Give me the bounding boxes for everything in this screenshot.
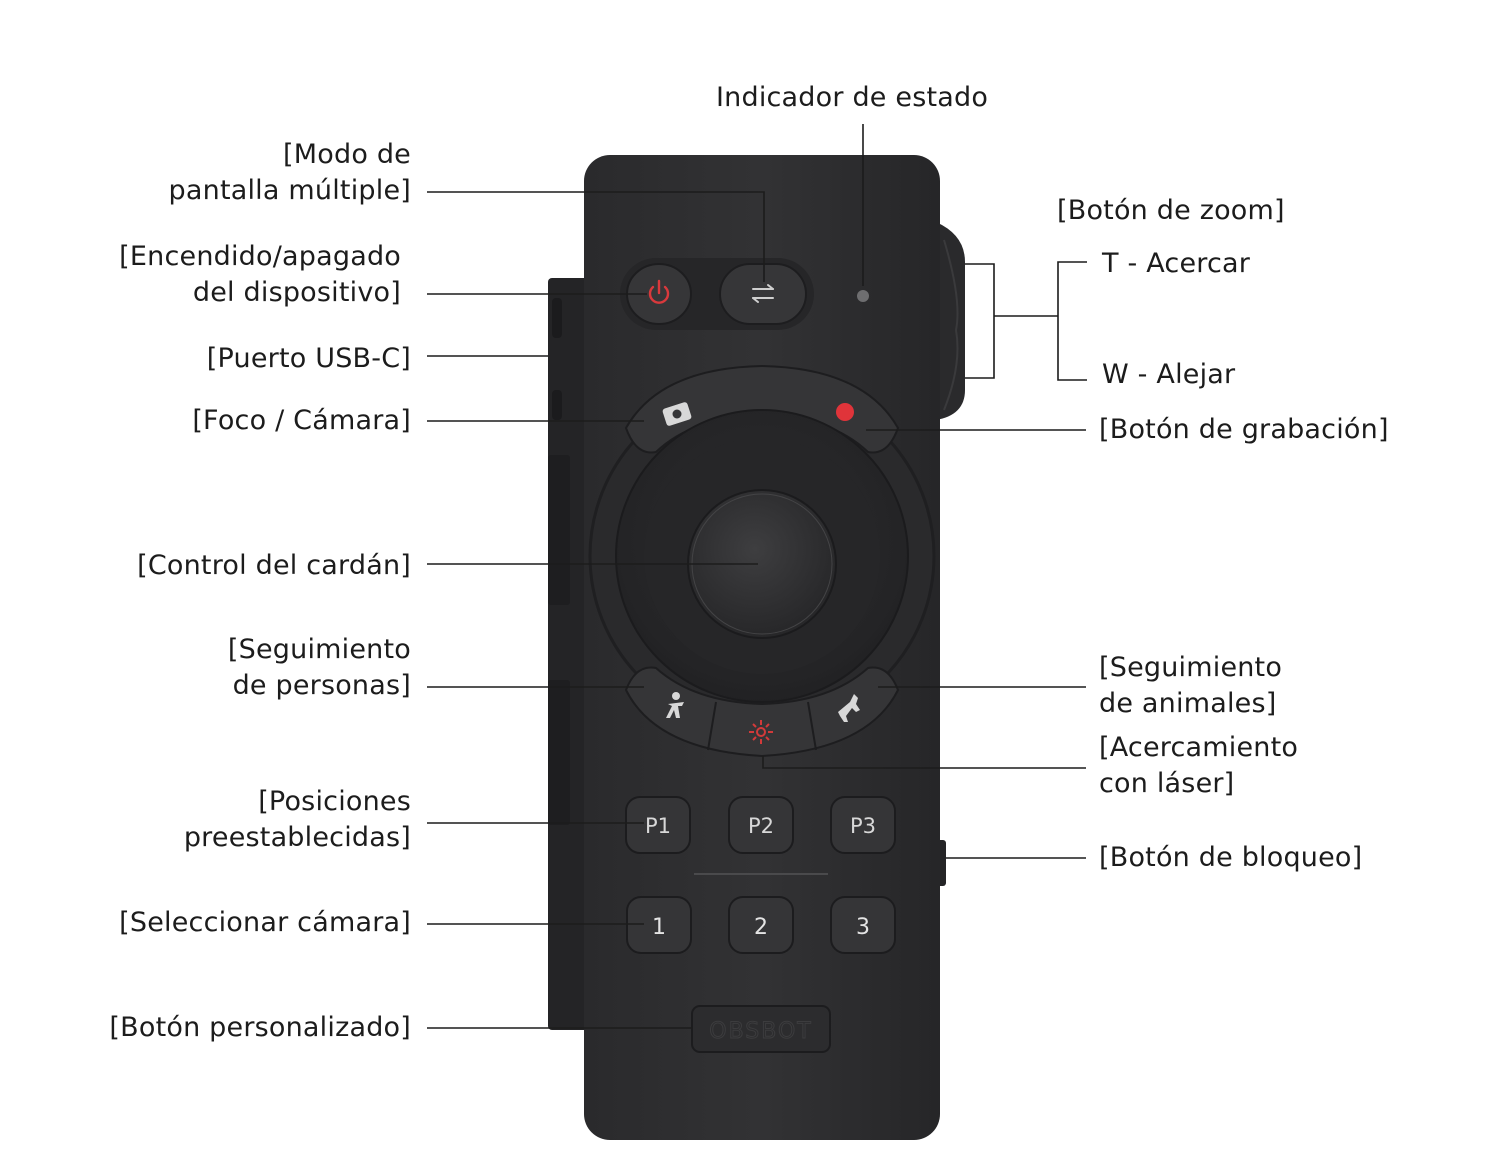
preset-button-p2[interactable]: P2 [728,796,794,854]
label-power: [Encendido/apagado del dispositivo] [119,241,401,308]
camera-label: 3 [856,915,870,940]
label-select-camera: [Seleccionar cámara] [119,907,411,938]
label-status-indicator: Indicador de estado [716,82,989,113]
label-multi-screen: [Modo de pantalla múltiple] [168,139,411,206]
switch-arrows-icon [752,284,774,303]
zoom-rocker[interactable] [936,222,965,420]
label-record-button: [Botón de grabación] [1099,414,1389,445]
preset-button-p3[interactable]: P3 [830,796,896,854]
leader-lines [427,124,1087,1029]
camera-icon [662,402,692,426]
person-tracking-icon [666,692,684,718]
preset-label: P1 [645,814,671,838]
multi-screen-button[interactable] [719,263,807,325]
bottom-arc-buttons[interactable] [624,666,900,758]
label-animal-tracking: [Seguimiento de animales] [1099,652,1283,719]
label-person-tracking: [Seguimiento de personas] [227,634,411,701]
label-gimbal-control: [Control del cardán] [137,550,411,581]
usb-c-port [552,298,562,338]
camera-button-2[interactable]: 2 [728,896,794,954]
label-presets: [Posiciones preestablecidas] [183,786,411,853]
custom-button[interactable]: OBSBOT [691,1005,831,1053]
preset-button-p1[interactable]: P1 [625,796,691,854]
record-dot-icon [836,403,854,421]
preset-label: P2 [748,814,774,838]
camera-buttons: 1 2 3 [626,896,896,954]
label-lock-button: [Botón de bloqueo] [1099,842,1363,873]
label-usb-c: [Puerto USB-C] [206,343,411,374]
power-icon [648,279,670,304]
label-focus-camera: [Foco / Cámara] [192,405,411,436]
label-laser-zoom: [Acercamiento con láser] [1099,732,1299,799]
custom-engraving: OBSBOT [709,1019,812,1044]
label-zoom-in: T - Acercar [1102,248,1251,279]
label-zoom-button: [Botón de zoom] [1057,195,1285,226]
label-zoom-out: W - Alejar [1102,359,1236,390]
side-rail [548,278,588,1030]
camera-label: 1 [652,915,666,940]
status-led-icon [857,290,869,302]
camera-label: 2 [754,915,768,940]
label-custom-button: [Botón personalizado] [109,1012,411,1043]
camera-button-3[interactable]: 3 [830,896,896,954]
preset-buttons: P1 P2 P3 [625,796,896,854]
laser-target-icon [749,720,773,744]
preset-label: P3 [850,814,876,838]
camera-button-1[interactable]: 1 [626,896,692,954]
animal-tracking-icon [838,694,860,722]
